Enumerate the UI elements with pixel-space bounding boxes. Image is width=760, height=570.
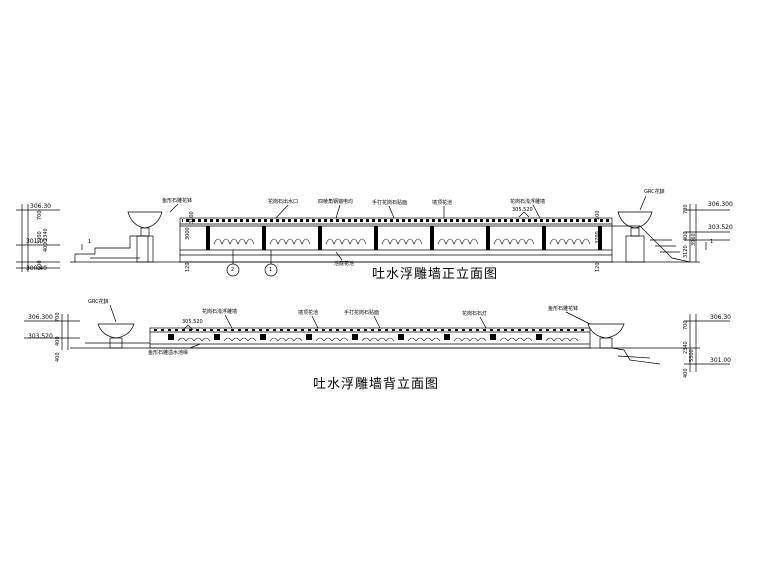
front-left-elev-2: 301.00 <box>26 238 47 245</box>
back-callout-3: 手打花岗石贴面 <box>344 310 380 316</box>
front-inner-left-dim-1: 3000 <box>185 227 191 240</box>
front-right-elev-1: 306.300 <box>708 201 733 208</box>
front-inner-right-dim-3: 120 <box>595 262 601 272</box>
front-cut-mark-left: 1 <box>88 239 92 245</box>
front-section-mark-1: 1 <box>269 267 273 273</box>
front-inner-right-dim-2: 3700 <box>595 231 601 244</box>
back-top-elevation: 305.520 <box>182 319 203 325</box>
front-left-dim-1: 700 <box>37 210 43 220</box>
back-bottom-callout: 鱼形石雕溢水池缘 <box>148 350 189 356</box>
back-left-elev-1: 306.300 <box>28 314 53 321</box>
front-left-dim-3: 400 <box>43 242 49 252</box>
front-left-dim-4: 2340 <box>43 228 49 241</box>
front-left-dim-5: 600 <box>37 260 43 270</box>
front-left-elev-1: 306.30 <box>30 203 51 210</box>
back-right-elev-2: 301.00 <box>710 357 731 364</box>
front-section-mark-2: 2 <box>231 267 235 273</box>
front-right-dim-3: 3120 <box>683 245 689 258</box>
back-right-dim-3: 5300 <box>689 349 695 362</box>
front-callout-2: 花岗石出水口 <box>268 199 299 205</box>
front-callout-3: 四棱角钢锚电均 <box>318 199 354 205</box>
front-bottom-callout: 池底花池 <box>334 261 355 267</box>
front-cut-mark-right: 1 <box>710 239 714 245</box>
back-callout-5: 鱼形石雕花钵 <box>548 306 579 312</box>
back-elevation-title: 吐水浮雕墙背立面图 <box>313 377 440 392</box>
front-callout-6: 花岗石浅浮雕墙 <box>510 199 546 205</box>
back-left-dim-1: 700 <box>55 312 61 322</box>
front-inner-left-dim-2: 3100 <box>189 211 195 224</box>
back-callout-4: 花岗石石灯 <box>462 311 488 317</box>
front-right-elev-2: 303.520 <box>708 224 733 231</box>
back-left-dim-3: 400 <box>55 352 61 362</box>
front-right-dim-1: 700 <box>683 204 689 214</box>
front-top-elevation: 305.520 <box>512 207 533 213</box>
front-elevation-title: 吐水浮雕墙正立面图 <box>372 267 499 282</box>
front-grc-label: GRC花缽 <box>644 189 665 195</box>
back-right-dim-1: 700 <box>683 320 689 330</box>
back-left-elev-2: 303.520 <box>28 333 53 340</box>
front-left-elev-3: 300.40 <box>26 265 47 272</box>
front-callout-4: 手打花岗石贴面 <box>372 200 408 206</box>
back-left-dim-2: 400 <box>55 336 61 346</box>
back-callout-1: 花岗石浅浮雕墙 <box>202 309 238 315</box>
front-right-dim-4: 3960 <box>691 233 697 246</box>
front-callout-1: 鱼形石雕花钵 <box>162 198 193 204</box>
back-right-elev-1: 306.30 <box>710 314 731 321</box>
front-callout-5: 墙顶花池 <box>432 200 453 206</box>
back-callout-2: 墙顶花池 <box>298 310 319 316</box>
front-inner-right-dim-1: 100 <box>595 210 601 220</box>
front-right-dim-2: 400 <box>683 231 689 241</box>
back-right-dim-4: 400 <box>683 368 689 378</box>
back-grc-label: GRC花缽 <box>88 299 109 305</box>
front-inner-left-dim-3: 120 <box>185 262 191 272</box>
